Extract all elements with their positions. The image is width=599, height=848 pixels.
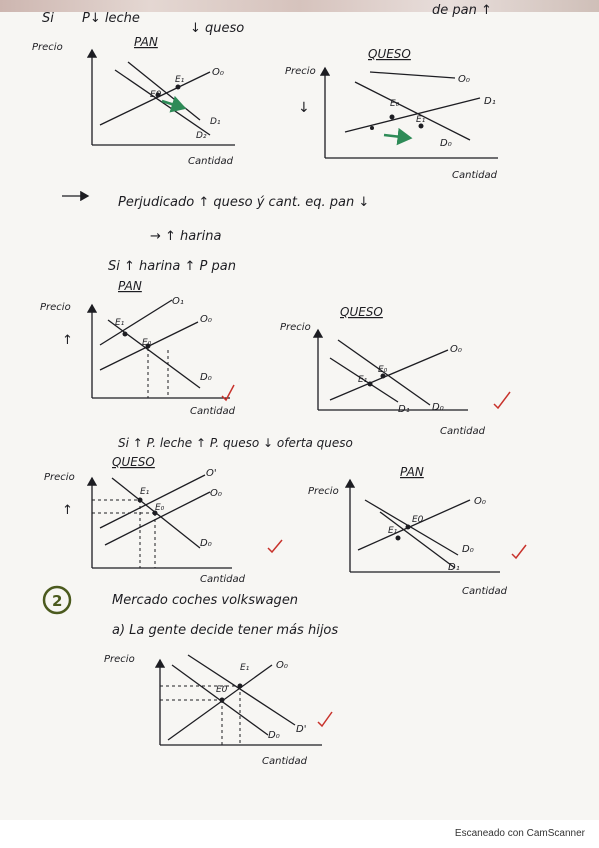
- q2-a: a) La gente decide tener más hijos: [112, 623, 338, 638]
- line1-top-right: de pan ↑: [432, 3, 492, 18]
- line1-queso: ↓ queso: [190, 21, 244, 36]
- chart2-down-arrow: ↓: [298, 100, 310, 116]
- chart3-check-mark: [221, 384, 235, 402]
- line2-text: Perjudicado ↑ queso ý cant. eq. pan ↓: [118, 195, 369, 210]
- scanner-watermark: Escaneado con CamScanner: [454, 828, 585, 839]
- chart2-x-label: Cantidad: [452, 170, 498, 181]
- chart7-O0: O₀: [276, 660, 288, 671]
- q2-number: 2: [52, 592, 62, 610]
- scanned-page: Si P↓ leche ↓ queso de pan ↑ PAN Precio …: [0, 0, 599, 820]
- question-2: 2 Mercado coches volkswagen a) La gente …: [42, 585, 338, 638]
- chart5-O0: O₀: [210, 488, 222, 499]
- chart1-title: PAN: [134, 35, 158, 49]
- chart5-check-mark: [267, 539, 283, 554]
- chart1-D1: D₁: [210, 117, 221, 127]
- chart5-up-arrow: ↑: [62, 503, 73, 518]
- line5-text: Si ↑ P. leche ↑ P. queso ↓ oferta queso: [118, 436, 353, 450]
- chart3-up-arrow: ↑: [62, 333, 73, 348]
- chart2-y-label: Precio: [285, 66, 316, 77]
- chart3-E1: E₁: [115, 318, 125, 328]
- chart2-E1: E₁: [416, 115, 426, 125]
- chart1-D2: D₂: [196, 131, 207, 141]
- handwritten-notes: Si P↓ leche ↓ queso de pan ↑ PAN Precio …: [32, 3, 527, 767]
- chart5-y-label: Precio: [44, 472, 75, 483]
- chart5-queso: QUESO Precio ↑ O' O₀ D₀ E₁ E₀ Cantidad: [44, 455, 283, 585]
- chart7-E1: E₁: [240, 663, 250, 673]
- chart4-queso: QUESO Precio O₀ D₁ D₀ E₀ E₁ Cantidad: [280, 305, 511, 437]
- chart2-E0: E₀: [390, 99, 400, 109]
- chart5-E1: E₁: [140, 487, 150, 497]
- chart7: Precio O₀ E₁ E0 D₀ D' Cantidad: [104, 654, 333, 767]
- chart5-D0: D₀: [200, 538, 212, 549]
- chart6-E1: E₁: [388, 526, 398, 536]
- chart5-O1: O': [206, 468, 217, 479]
- line1-p-leche: P↓ leche: [82, 11, 140, 26]
- chart4-D0: D₀: [432, 402, 444, 413]
- chart6-pan: PAN Precio O₀ D₀ D₁ E0 E₁ Cantidad: [308, 465, 527, 597]
- chart4-O0: O₀: [450, 344, 462, 355]
- chart1-E0: E0: [150, 90, 162, 100]
- chart6-E0: E0: [412, 515, 424, 525]
- chart2-queso: QUESO Precio ↓ O₀ D₁ D₀ E₀ E₁ Cantidad: [285, 47, 498, 181]
- q2-title: Mercado coches volkswagen: [112, 593, 298, 608]
- chart7-E0: E0: [216, 685, 228, 695]
- chart6-y-label: Precio: [308, 486, 339, 497]
- chart1-E1: E₁: [175, 75, 185, 85]
- chart3-title: PAN: [118, 279, 142, 293]
- chart2-O0: O₀: [458, 74, 470, 85]
- chart3-O0: O₀: [200, 314, 212, 325]
- chart1-O0: O₀: [212, 67, 224, 78]
- chart1-y-label: Precio: [32, 42, 63, 53]
- chart6-check-mark: [511, 544, 527, 560]
- chart2-title: QUESO: [368, 47, 411, 61]
- chart2-D1: D₁: [484, 96, 496, 107]
- chart1-pan: PAN Precio O₀ D₁ D₂ E0 E₁ Cantidad: [32, 35, 235, 167]
- chart6-D1: D₁: [448, 562, 460, 573]
- line1-si: Si: [42, 11, 54, 26]
- chart7-x-label: Cantidad: [262, 756, 308, 767]
- chart2-D0: D₀: [440, 138, 452, 149]
- chart1-x-label: Cantidad: [188, 156, 234, 167]
- chart4-E0: E₀: [378, 365, 388, 375]
- chart7-y-label: Precio: [104, 654, 135, 665]
- chart4-D1: D₁: [398, 404, 410, 415]
- chart3-y-label: Precio: [40, 302, 71, 313]
- scanner-footer: Escaneado con CamScanner: [0, 820, 599, 848]
- chart6-D0: D₀: [462, 544, 474, 555]
- line4-text: Si ↑ harina ↑ P pan: [108, 259, 236, 274]
- torn-edge: [0, 0, 599, 12]
- chart3-O1: O₁: [172, 296, 184, 307]
- chart7-check-mark: [317, 711, 333, 728]
- chart5-E0: E₀: [155, 503, 165, 513]
- chart4-title: QUESO: [340, 305, 383, 319]
- chart6-title: PAN: [400, 465, 424, 479]
- chart4-x-label: Cantidad: [440, 426, 486, 437]
- chart4-y-label: Precio: [280, 322, 311, 333]
- chart3-x-label: Cantidad: [190, 406, 236, 417]
- chart3-E0: E₀: [142, 338, 152, 348]
- chart7-D1: D': [296, 724, 306, 735]
- q2-circle: [42, 585, 72, 615]
- chart6-x-label: Cantidad: [462, 586, 508, 597]
- chart4-check-mark: [493, 391, 511, 410]
- chart7-D0: D₀: [268, 730, 280, 741]
- chart5-x-label: Cantidad: [200, 574, 246, 585]
- chart3-D0: D₀: [200, 372, 212, 383]
- chart3-pan: PAN Precio ↑ O₁ O₀ D₀ E₁ E₀ Cantidad: [40, 279, 236, 417]
- chart4-E1: E₁: [358, 375, 368, 385]
- line3-text: → ↑ harina: [150, 229, 221, 244]
- chart5-title: QUESO: [112, 455, 155, 469]
- chart6-O0: O₀: [474, 496, 486, 507]
